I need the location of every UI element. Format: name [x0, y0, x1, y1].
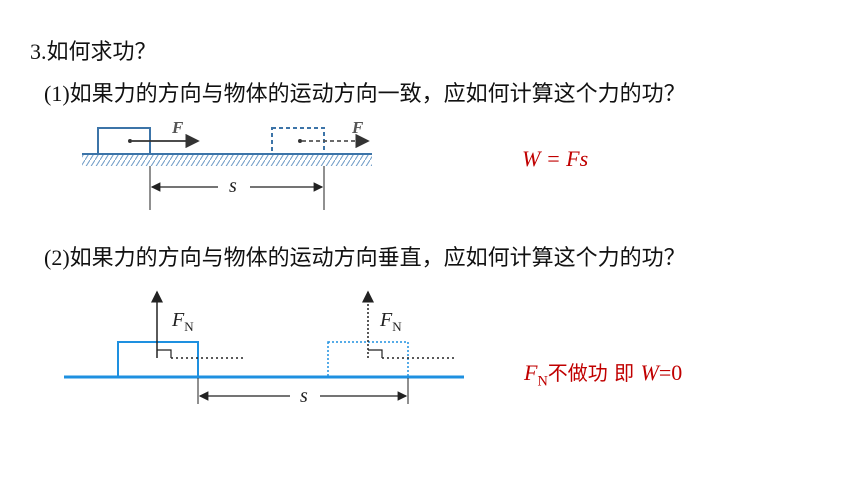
block-initial-2	[117, 341, 199, 378]
force-label-final: F	[351, 118, 364, 137]
force-label-initial: F	[171, 118, 184, 137]
displacement-label-2: s	[300, 385, 308, 407]
section-heading: 3.如何求功？	[30, 34, 157, 66]
displacement-1	[149, 166, 325, 210]
ground-hatched	[82, 153, 372, 166]
question-2: (2)如果力的方向与物体的运动方向垂直，应如何计算这个力的功？	[44, 240, 686, 272]
normal-force-label-initial: FN	[171, 309, 194, 334]
heading-number: 3.	[30, 39, 47, 64]
right-angle-mark-initial	[157, 349, 172, 358]
heading-text: 如何求功？	[46, 40, 157, 65]
formula-work-parallel: W = Fs	[522, 146, 589, 171]
question-2-number: (2)	[44, 245, 70, 270]
question-1: (1)如果力的方向与物体的运动方向一致，应如何计算这个力的功？	[44, 76, 686, 108]
formula2-w: W	[640, 360, 659, 385]
formula2-subscript: N	[537, 373, 548, 390]
formula2-text: 不做功 即	[547, 361, 641, 385]
formula-work-perpendicular: FN不做功 即 W=0	[524, 357, 682, 390]
diagram-perpendicular-force: FN FN s	[64, 290, 464, 407]
formula2-eq: =0	[658, 360, 683, 385]
right-angle-mark-final	[368, 349, 383, 358]
question-1-text: 如果力的方向与物体的运动方向一致，应如何计算这个力的功？	[69, 82, 686, 107]
displacement-label-1: s	[229, 175, 237, 197]
block-final-2	[327, 341, 409, 378]
question-1-number: (1)	[44, 81, 70, 106]
formula2-symbol: F	[524, 360, 538, 385]
normal-force-label-final: FN	[379, 309, 402, 334]
question-2-text: 如果力的方向与物体的运动方向垂直，应如何计算这个力的功？	[69, 246, 686, 271]
